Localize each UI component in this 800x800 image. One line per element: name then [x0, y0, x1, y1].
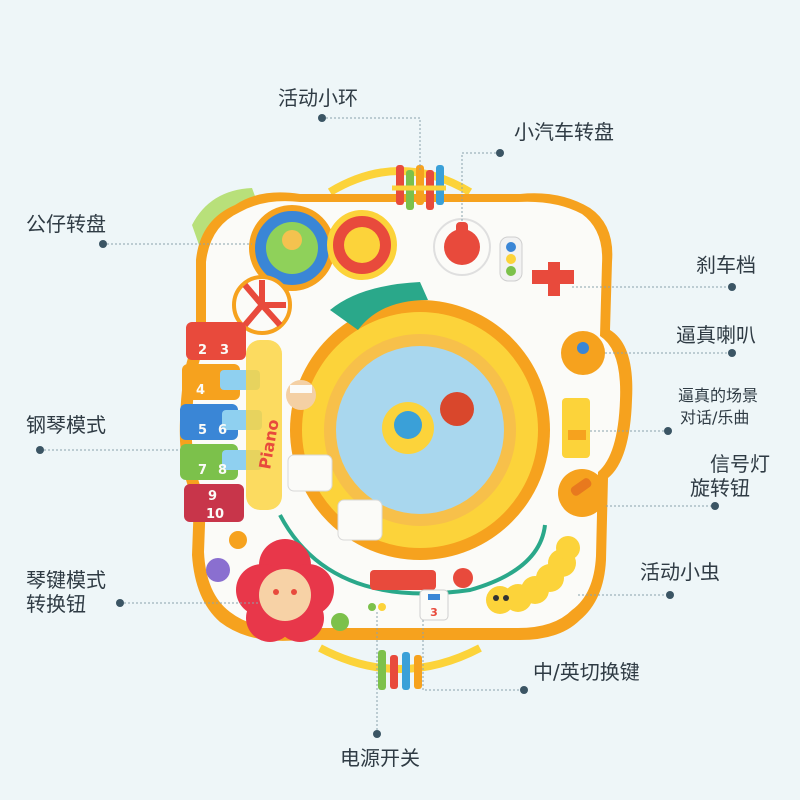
- piano-key-number: 9: [208, 489, 217, 504]
- piano-key-number: 8: [218, 463, 227, 478]
- caterpillar-bug: [453, 536, 580, 614]
- label-bug: 活动小虫: [640, 560, 720, 584]
- label-key-mode-line2: 转换钮: [26, 592, 86, 616]
- switch-panel: 3: [368, 570, 449, 621]
- leader-lines: [36, 114, 736, 738]
- piano-key-number: 4: [196, 383, 205, 398]
- label-horn: 逼真喇叭: [676, 323, 756, 347]
- scene-slider: [562, 398, 590, 458]
- piano-key-number: 3: [220, 343, 229, 358]
- piano-key: [184, 484, 244, 522]
- label-activity-ring: 活动小环: [278, 86, 358, 110]
- car-dial: [433, 218, 523, 282]
- piano-key-number: 6: [218, 423, 227, 438]
- red-switch-bar: [370, 570, 436, 590]
- piano-key-number: 2: [198, 343, 207, 358]
- label-signal-line2: 旋转钮: [690, 476, 750, 500]
- bottom-beads: [378, 650, 422, 690]
- key-mode-flower: [206, 531, 349, 642]
- brake-lever: [532, 262, 574, 296]
- bottom-handle: [318, 644, 482, 673]
- signal-knob: [558, 469, 606, 517]
- label-key-mode-line1: 琴键模式: [26, 568, 106, 592]
- label-doll-dial: 公仔转盘: [26, 212, 106, 236]
- piano-key: [186, 322, 246, 360]
- label-scene-line1: 逼真的场景: [678, 386, 759, 405]
- label-power: 电源开关: [340, 746, 420, 770]
- horn-button: [561, 331, 605, 375]
- piano-key-number: 5: [198, 423, 207, 438]
- label-piano-mode: 钢琴模式: [26, 413, 106, 437]
- label-scene-line2: 对话/乐曲: [680, 408, 750, 427]
- language-switch-badge: 3: [430, 606, 438, 619]
- piano-key-number: 7: [198, 463, 207, 478]
- activity-ring-beads: [392, 165, 446, 210]
- label-language-switch: 中/英切换键: [533, 660, 640, 684]
- piano-key-number: 10: [206, 507, 224, 522]
- turntable: [286, 282, 550, 560]
- label-signal-line1: 信号灯: [710, 452, 770, 476]
- label-car-dial: 小汽车转盘: [514, 120, 614, 144]
- doll-dial-gears: [232, 205, 397, 335]
- label-brake-lever: 刹车档: [696, 253, 756, 277]
- language-switch: [419, 589, 449, 621]
